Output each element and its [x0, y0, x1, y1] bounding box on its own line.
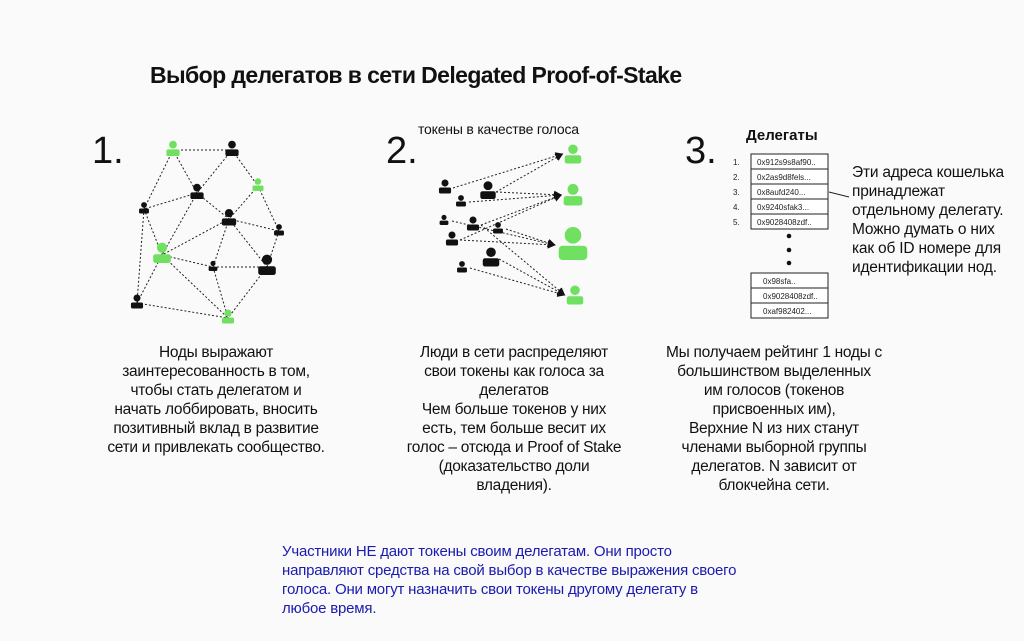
network-node-icon [208, 260, 218, 271]
delegate-icon [558, 226, 588, 260]
delegate-extra-row: 0x9028408zdf.. [750, 287, 829, 304]
delegate-address: 0x8aufd240... [757, 188, 805, 197]
delegate-icon [566, 285, 584, 305]
network-link [228, 218, 280, 232]
vote-arrow [468, 191, 563, 203]
delegate-candidate-node-icon [252, 178, 264, 191]
footer-note: Участники НЕ дают токены своим делегатам… [282, 543, 737, 617]
token-holder-icon [493, 222, 503, 234]
vote-arrow [480, 193, 563, 226]
network-link [228, 218, 268, 268]
delegate-rank-row: 3. 0x8aufd240... [733, 183, 829, 200]
vote-arrow [451, 220, 556, 248]
network-node-icon [221, 208, 237, 226]
delegate-rank-index: 4. [733, 203, 740, 212]
token-holder-icon [456, 195, 466, 207]
delegate-rank-row: 1. 0x912s9s8af90.. [733, 153, 829, 170]
delegate-rank-index: 3. [733, 188, 740, 197]
token-holder-icon [457, 261, 467, 273]
page-title: Выбор делегатов в сети Delegated Proof-o… [150, 62, 682, 88]
network-node-icon [258, 254, 276, 275]
network-node-icon [274, 224, 284, 236]
delegate-address: 0x2as9d8fels... [757, 173, 811, 182]
delegate-rank-row: 4. 0x9240sfak3... [733, 198, 829, 215]
token-holder-icon [438, 179, 452, 194]
token-holder-icon [482, 247, 500, 267]
network-link [161, 254, 229, 319]
network-link [231, 149, 259, 187]
network-link [257, 185, 280, 232]
ellipsis-dot [786, 260, 792, 266]
network-node-icon [130, 294, 144, 309]
delegate-candidate-node-icon [166, 140, 180, 156]
step-2-description: Люди в сети распределяют свои токены как… [406, 344, 622, 494]
delegate-address: 0x9028408zdf.. [763, 292, 818, 301]
delegate-address: 0xaf982402... [763, 307, 811, 316]
step-3-description: Мы получаем рейтинг 1 ноды с большинство… [666, 344, 882, 494]
network-node-icon [139, 202, 149, 214]
network-link [161, 218, 230, 256]
ellipsis-dot [786, 233, 792, 239]
network-link [136, 302, 229, 319]
delegate-rank-index: 2. [733, 173, 740, 182]
token-holder-icon [480, 181, 496, 199]
vote-arrow [459, 194, 563, 241]
vote-arrow [452, 152, 564, 189]
network-link [143, 149, 174, 210]
network-link [228, 185, 259, 220]
vote-arrow [495, 153, 564, 193]
network-link [196, 192, 230, 220]
step-2-number: 2. [386, 130, 418, 172]
vote-arrow [495, 190, 563, 199]
delegate-icon [564, 144, 582, 164]
ellipsis-dot [786, 247, 792, 253]
token-holder-icon [466, 216, 480, 231]
delegate-address: 0x9240sfak3... [757, 203, 809, 212]
vote-arrow [498, 258, 566, 296]
delegate-rank-index: 5. [733, 218, 740, 227]
delegate-rank-row: 2. 0x2as9d8fels... [733, 168, 829, 185]
wallet-address-note: Эти адреса кошелька принадлежат отдельно… [852, 164, 1004, 276]
note-pointer-line [828, 191, 850, 198]
vote-arrow [505, 228, 556, 247]
delegate-candidate-node-icon [221, 309, 235, 324]
token-holder-icon [445, 231, 459, 246]
step-3-number: 3. [685, 130, 717, 172]
network-link [143, 192, 198, 210]
delegate-extra-row: 0xaf982402... [750, 302, 829, 319]
vote-arrow [469, 267, 566, 297]
delegate-icon [563, 183, 583, 206]
network-link [212, 266, 229, 319]
tokens-as-vote-caption: токены в качестве голоса [418, 121, 579, 137]
delegate-address: 0x98sfa.. [763, 277, 795, 286]
network-link [172, 149, 198, 194]
delegate-address: 0x9028408zdf.. [757, 218, 812, 227]
step-1-number: 1. [92, 130, 124, 172]
network-link [196, 149, 233, 194]
network-link [136, 208, 145, 304]
network-node-icon [190, 183, 204, 199]
delegate-candidate-node-icon [153, 242, 171, 263]
delegate-address: 0x912s9s8af90.. [757, 158, 816, 167]
token-holder-icon [439, 214, 449, 225]
network-link [227, 266, 268, 319]
delegate-rank-row: 5. 0x9028408zdf.. [733, 213, 829, 230]
network-link [212, 218, 230, 268]
step-1-description: Ноды выражают заинтересованность в том, … [107, 344, 325, 456]
delegate-rank-index: 1. [733, 158, 740, 167]
network-node-icon [225, 140, 239, 156]
delegate-extra-row: 0x98sfa.. [750, 272, 829, 289]
delegates-title: Делегаты [746, 127, 818, 144]
